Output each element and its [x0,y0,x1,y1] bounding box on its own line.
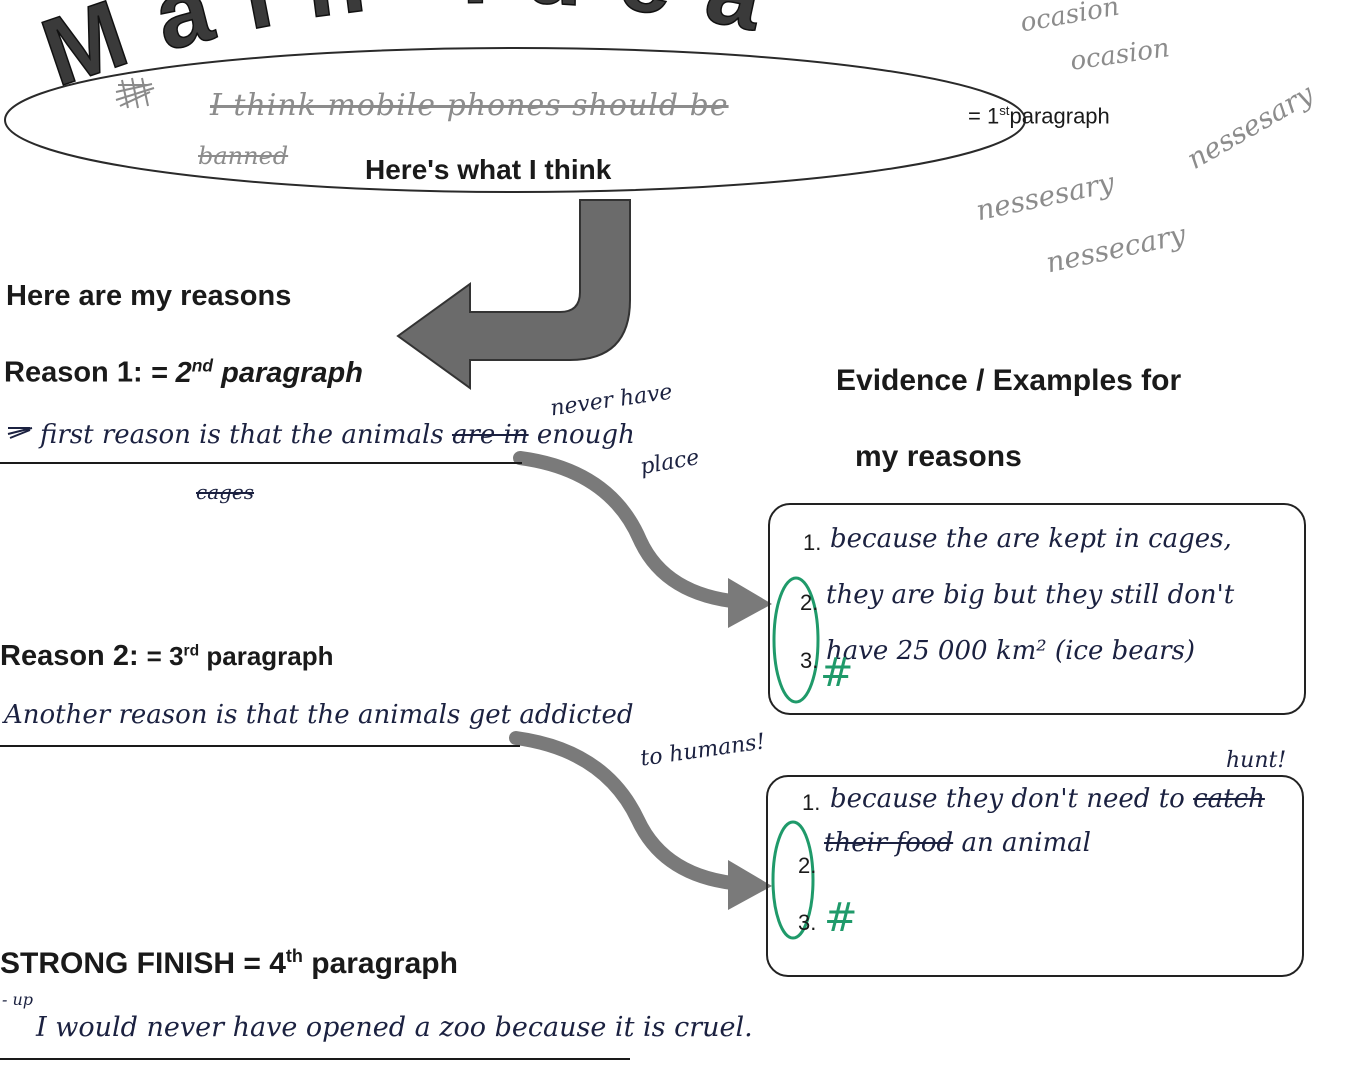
reason1-note-sup: nd [191,355,214,375]
box2-text2: their food an animal [824,828,1091,858]
main-idea-paragraph-note: = 1stparagraph [968,103,1110,129]
reason1-text-after: enough [536,420,635,450]
reason1-arrow [513,451,747,609]
evidence-heading-line2: my reasons [855,440,1022,473]
box2-text2-main: an animal [961,828,1091,858]
main-idea-pencil-line1: I think mobile phones should be [210,88,729,123]
strong-finish-handwriting: I would never have opened a zoo because … [36,1012,753,1043]
reason1-handwriting: first reason is that the animals are in … [40,420,635,450]
reason1-text-struck: are in [451,420,529,450]
reason1-scribble [7,427,33,439]
strong-finish-title: STRONG FINISH = 4th paragraph [0,946,458,981]
reason2-note-prefix: = 3 [146,641,184,671]
strong-finish-margin-note: - up [2,990,34,1009]
strong-finish-note-suffix: paragraph [302,947,458,980]
box1-green-circle [772,576,820,704]
box1-num1: 1. [803,530,822,555]
reason2-arrowhead [728,860,772,910]
evidence-heading-line1: Evidence / Examples for [836,364,1182,397]
box2-text1-main: because they don't need to [830,784,1185,814]
main-idea-pencil-line2: banned [198,142,289,170]
reason2-note-sup: rd [183,642,200,660]
evidence-box-1 [768,503,1306,715]
box2-num3: 3. [798,910,817,935]
box1-num3: 3. [800,648,819,673]
strong-finish-underline [0,1058,630,1060]
box2-num2: 2. [798,853,817,878]
reason1-note-prefix: = 2 [150,356,192,389]
reasons-heading: Here are my reasons [6,280,292,312]
reason2-note-suffix: paragraph [199,641,334,671]
box2-green-circle [771,820,815,940]
reason1-underline [0,462,522,464]
reason2-handwriting: Another reason is that the animals get a… [4,700,634,730]
box2-num1: 1. [802,790,821,815]
reason1-label: Reason 1: [4,356,143,389]
strong-finish-note-prefix: = 4 [243,947,286,980]
box2-text1: because they don't need to catch [830,784,1265,814]
box2-check-mark: # [824,895,858,941]
box1-check-mark: # [820,650,854,696]
reason2-arrow [509,731,749,891]
main-idea-label: Here's what I think [365,154,612,185]
box1-text3: have 25 000 km² (ice bears) [826,636,1196,666]
reason2-title: Reason 2: = 3rd paragraph [0,640,334,673]
box2-text1-struck: catch [1193,784,1265,814]
reason1-arrowhead [728,578,772,628]
reason1-crossed-word: cages [196,480,255,504]
box1-num2: 2. [800,590,819,615]
evidence-box-2 [766,775,1304,977]
box1-text1: because the are kept in cages, [830,524,1232,554]
strong-finish-note: = 4th paragraph [243,946,458,980]
reason1-note: = 2nd paragraph [150,355,363,389]
strong-finish-label: STRONG FINISH [0,947,236,980]
main-idea-scribble [115,77,155,109]
reason2-label: Reason 2: [0,640,139,672]
strong-finish-note-sup: th [285,946,303,966]
main-idea-note-prefix: = 1 [968,103,1000,129]
box2-text2-struck: their food [824,828,954,858]
main-idea-note-suffix: paragraph [1009,103,1110,129]
reason2-note: = 3rd paragraph [147,641,334,671]
reason1-note-suffix: paragraph [213,356,363,389]
box1-text2: they are big but they still don't [826,580,1235,610]
reason1-text: first reason is that the animals [40,420,444,450]
reason2-underline [0,745,520,747]
box2-above: hunt! [1226,748,1287,773]
main-idea-note-sup: st [999,103,1010,118]
main-idea-ellipse [4,47,1026,193]
thinking-arrow [396,199,631,390]
reason1-title: Reason 1: = 2nd paragraph [4,355,363,390]
